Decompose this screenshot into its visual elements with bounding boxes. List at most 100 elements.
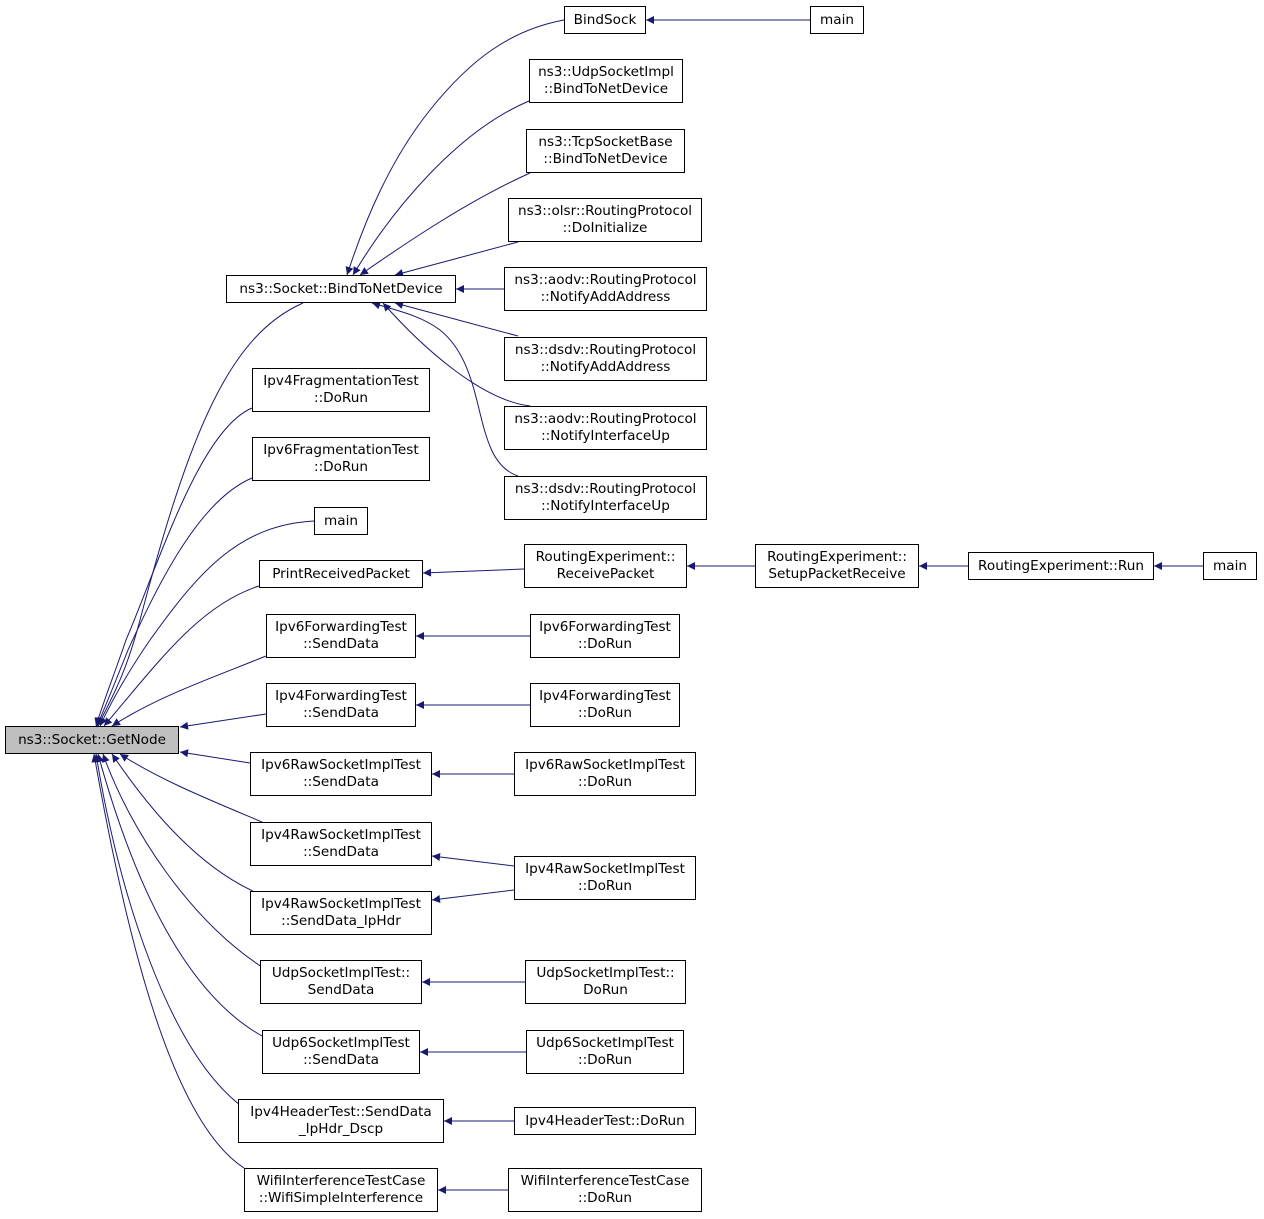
node-label-line: ::SendData [303, 844, 379, 860]
edge-ipv4hdr_send-to-getnode [93, 753, 241, 1106]
edge-olsr_doinit-to-bindtonetdevice [394, 241, 519, 277]
edge-ipv6raw_send-to-getnode [179, 749, 251, 764]
node-ipv4raw_dorun[interactable]: Ipv4RawSocketImplTest::DoRun [514, 856, 696, 900]
node-ipv4frag_dorun[interactable]: Ipv4FragmentationTest::DoRun [252, 368, 430, 412]
node-wifi_dorun[interactable]: WifiInterferenceTestCase::DoRun [508, 1168, 702, 1212]
node-label-line: Ipv4ForwardingTest [539, 688, 671, 704]
node-ipv4fwd_send[interactable]: Ipv4ForwardingTest::SendData [266, 683, 416, 727]
node-label-line: Ipv6FragmentationTest [263, 442, 419, 458]
node-label-line: Ipv4HeaderTest::DoRun [525, 1112, 685, 1129]
node-label-line: _IpHdr_Dscp [298, 1121, 384, 1137]
node-udp6_send[interactable]: Udp6SocketImplTest::SendData [262, 1030, 420, 1074]
node-label-line: ::NotifyInterfaceUp [541, 428, 670, 444]
node-aodv_notifyadd[interactable]: ns3::aodv::RoutingProtocol::NotifyAddAdd… [504, 267, 707, 311]
node-label-line: ::DoRun [577, 1052, 632, 1068]
node-re_run[interactable]: RoutingExperiment::Run [968, 552, 1154, 580]
node-re_setup[interactable]: RoutingExperiment::SetupPacketReceive [755, 544, 919, 588]
edge-printreceived-to-getnode [103, 585, 260, 727]
node-label-line: ns3::aodv::RoutingProtocol [514, 272, 697, 288]
node-label-line: ::SendData_IpHdr [281, 913, 401, 929]
node-getnode: ns3::Socket::GetNode [5, 726, 179, 754]
edge-dsdv_notifyup-to-bindtonetdevice [371, 301, 519, 477]
node-label-line: ::SendData [303, 636, 379, 652]
node-label-line: Ipv4RawSocketImplTest [261, 827, 421, 843]
node-label-line: SetupPacketReceive [768, 566, 906, 582]
node-bindsock[interactable]: BindSock [564, 6, 646, 34]
node-label-line: Ipv6ForwardingTest [539, 619, 671, 635]
node-label-line: UdpSocketImplTest:: [271, 965, 411, 981]
edge-ipv4raw_sendhdr-to-getnode [111, 753, 263, 896]
node-label-line: ReceivePacket [556, 566, 655, 582]
node-label-line: Ipv4RawSocketImplTest [261, 896, 421, 912]
node-label-line: ::DoRun [577, 1190, 632, 1206]
node-label-line: Udp6SocketImplTest [536, 1035, 674, 1051]
node-label-line: ::NotifyAddAddress [540, 359, 671, 375]
edge-udp6_send-to-getnode [96, 753, 263, 1037]
node-label-line: Ipv6RawSocketImplTest [525, 757, 685, 773]
node-printreceived[interactable]: PrintReceivedPacket [259, 560, 423, 588]
node-label-line: DoRun [583, 982, 628, 998]
node-main_mid[interactable]: main [314, 507, 368, 535]
node-label-line: ::DoRun [577, 705, 632, 721]
node-label-line: main [1213, 557, 1247, 574]
node-label-line: ::DoRun [577, 636, 632, 652]
node-ipv6fwd_dorun[interactable]: Ipv6ForwardingTest::DoRun [530, 614, 680, 658]
node-aodv_notifyup[interactable]: ns3::aodv::RoutingProtocol::NotifyInterf… [504, 406, 707, 450]
node-udp_dorun[interactable]: UdpSocketImplTest::DoRun [525, 960, 686, 1004]
node-ipv4hdr_send[interactable]: Ipv4HeaderTest::SendData_IpHdr_Dscp [238, 1099, 444, 1143]
edge-udpsocketimpl_bind-to-bindtonetdevice [352, 100, 530, 276]
node-label-line: ::DoRun [313, 459, 368, 475]
node-label-line: PrintReceivedPacket [272, 565, 410, 582]
node-label-line: main [324, 512, 358, 529]
node-bindtonetdevice[interactable]: ns3::Socket::BindToNetDevice [226, 275, 456, 303]
node-label-line: ns3::dsdv::RoutingProtocol [514, 342, 697, 358]
node-ipv4fwd_dorun[interactable]: Ipv4ForwardingTest::DoRun [530, 683, 680, 727]
node-ipv6raw_dorun[interactable]: Ipv6RawSocketImplTest::DoRun [514, 752, 696, 796]
node-ipv6raw_send[interactable]: Ipv6RawSocketImplTest::SendData [250, 752, 432, 796]
node-label-line: ::BindToNetDevice [543, 81, 669, 97]
node-dsdv_notifyup[interactable]: ns3::dsdv::RoutingProtocol::NotifyInterf… [504, 476, 707, 520]
node-ipv4raw_send[interactable]: Ipv4RawSocketImplTest::SendData [250, 822, 432, 866]
edge-aodv_notifyup-to-bindtonetdevice [382, 302, 531, 407]
node-ipv6frag_dorun[interactable]: Ipv6FragmentationTest::DoRun [252, 437, 430, 481]
node-main_bindsock[interactable]: main [810, 6, 864, 34]
node-tcpsocketbase_bind[interactable]: ns3::TcpSocketBase::BindToNetDevice [526, 129, 685, 173]
edge-wifi_simple-to-getnode [91, 753, 245, 1169]
node-label-line: ::DoRun [577, 878, 632, 894]
node-udp6_dorun[interactable]: Udp6SocketImplTest::DoRun [526, 1030, 684, 1074]
node-label-line: RoutingExperiment:: [535, 549, 676, 565]
edge-main_mid-to-getnode [99, 520, 315, 727]
node-ipv4raw_sendhdr[interactable]: Ipv4RawSocketImplTest::SendData_IpHdr [250, 891, 432, 935]
node-label-line: ns3::Socket::GetNode [18, 731, 166, 748]
node-label-line: ::SendData [303, 1052, 379, 1068]
node-wifi_simple[interactable]: WifiInterferenceTestCase::WifiSimpleInte… [244, 1168, 438, 1212]
node-dsdv_notifyadd[interactable]: ns3::dsdv::RoutingProtocol::NotifyAddAdd… [504, 337, 707, 381]
node-label-line: Ipv4FragmentationTest [263, 373, 419, 389]
node-re_receive[interactable]: RoutingExperiment::ReceivePacket [524, 544, 687, 588]
edge-ipv6fwd_send-to-getnode [111, 655, 267, 727]
node-label-line: ::DoRun [577, 774, 632, 790]
edge-udp_send-to-getnode [101, 753, 263, 968]
node-label-line: Ipv4RawSocketImplTest [525, 861, 685, 877]
node-main_right[interactable]: main [1203, 552, 1257, 580]
node-label-line: ::NotifyAddAddress [540, 289, 671, 305]
node-label-line: ::DoRun [313, 390, 368, 406]
node-udp_send[interactable]: UdpSocketImplTest::SendData [260, 960, 422, 1004]
node-label-line: BindSock [573, 11, 637, 28]
edge-ipv4frag_dorun-to-getnode [94, 407, 253, 727]
node-ipv6fwd_send[interactable]: Ipv6ForwardingTest::SendData [266, 614, 416, 658]
edge-bindtonetdevice-to-getnode [97, 302, 304, 727]
node-label-line: ::SendData [303, 705, 379, 721]
node-ipv4hdr_dorun[interactable]: Ipv4HeaderTest::DoRun [514, 1107, 696, 1135]
edge-ipv4fwd_send-to-getnode [179, 713, 267, 730]
node-label-line: ::SendData [303, 774, 379, 790]
edge-ipv4raw_send-to-getnode [119, 753, 263, 823]
node-label-line: RoutingExperiment:: [767, 549, 907, 565]
node-udpsocketimpl_bind[interactable]: ns3::UdpSocketImpl::BindToNetDevice [529, 59, 683, 103]
node-olsr_doinit[interactable]: ns3::olsr::RoutingProtocol::DoInitialize [508, 198, 702, 242]
node-label-line: WifiInterferenceTestCase [256, 1173, 426, 1189]
edge-tcpsocketbase_bind-to-bindtonetdevice [359, 172, 531, 276]
node-label-line: Ipv4HeaderTest::SendData [250, 1104, 432, 1120]
edge-ipv4raw_dorun-to-ipv4raw_sendhdr [431, 889, 515, 904]
node-label-line: ns3::UdpSocketImpl [538, 64, 674, 80]
